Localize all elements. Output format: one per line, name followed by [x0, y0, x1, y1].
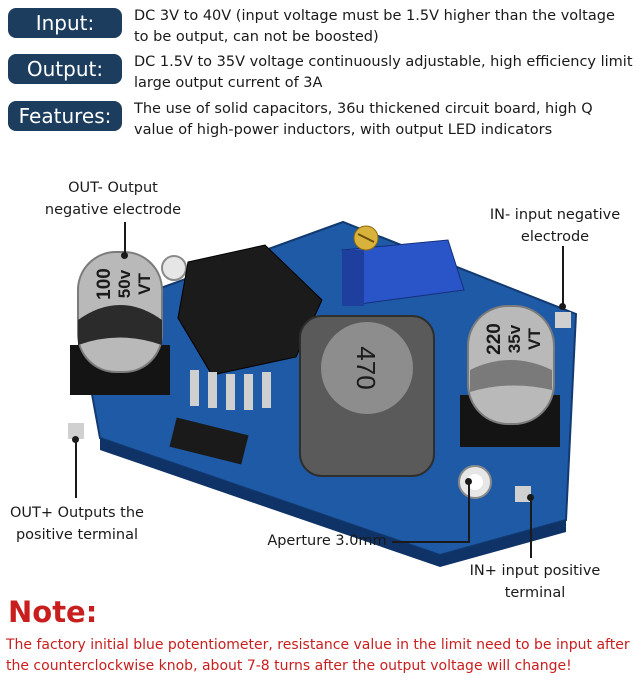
out-minus-label: OUT- Output negative electrode: [44, 180, 182, 218]
note-title: Note:: [8, 595, 98, 629]
in-minus-dot: [559, 303, 566, 310]
features-badge: Features:: [8, 101, 122, 131]
out-plus-pad: [68, 423, 84, 439]
cap-right-line-1: 220: [484, 323, 505, 355]
aperture-leader-h: [392, 541, 468, 543]
input-description: DC 3V to 40V (input voltage must be 1.5V…: [134, 8, 615, 45]
cap-left-line-1: 100: [94, 268, 115, 300]
aperture-leader-v: [468, 483, 470, 543]
output-badge: Output:: [8, 54, 122, 84]
out-plus-label: OUT+ Outputs the positive terminal: [10, 505, 144, 543]
out-minus-dot: [121, 252, 128, 259]
in-minus-leader: [562, 246, 564, 306]
in-minus-pad: [555, 312, 571, 328]
cap-left-line-3: VT: [135, 273, 154, 295]
input-badge: Input:: [8, 8, 122, 38]
aperture-label: Aperture 3.0mm: [267, 533, 387, 549]
in-plus-label: IN+ input positive terminal: [469, 563, 601, 601]
out-plus-dot: [72, 436, 79, 443]
note-text: The factory initial blue potentiometer, …: [6, 637, 630, 674]
cap-right-line-3: VT: [525, 328, 544, 350]
in-minus-label: IN- input negative electrode: [489, 207, 621, 245]
output-description: DC 1.5V to 35V voltage continuously adju…: [134, 54, 633, 91]
out-minus-leader: [124, 222, 126, 256]
cap-left-line-2: 50v: [115, 269, 134, 298]
ic-pins: [190, 370, 271, 410]
aperture-hole-left: [161, 255, 187, 281]
regulator-ic: [177, 244, 323, 376]
cap-right-line-2: 35v: [505, 324, 524, 353]
out-plus-leader: [75, 440, 77, 498]
in-plus-dot: [527, 494, 534, 501]
diode: [169, 417, 249, 465]
inductor-label: 470: [351, 346, 381, 389]
features-description: The use of solid capacitors, 36u thicken…: [134, 101, 593, 138]
aperture-dot: [465, 478, 472, 485]
in-plus-leader: [530, 498, 532, 558]
